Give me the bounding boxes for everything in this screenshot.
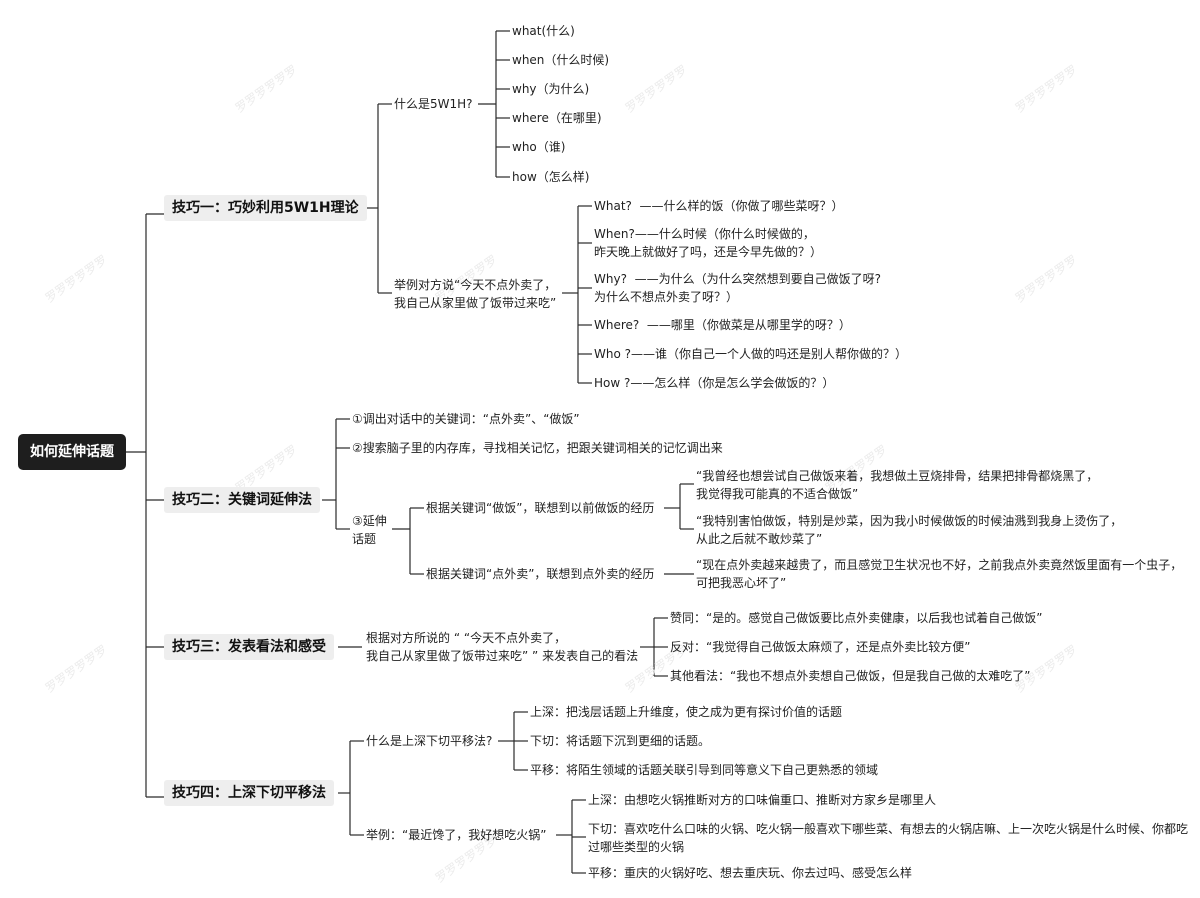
node-def-item[interactable]: 上深：把浅层话题上升维度，使之成为更有探讨价值的话题	[530, 705, 843, 719]
node-keyword-takeout[interactable]: 根据关键词“点外卖”，联想到点外卖的经历	[426, 567, 655, 581]
node-step-2[interactable]: ②搜索脑子里的内存库，寻找相关记忆，把跟关键词相关的记忆调出来	[352, 441, 723, 455]
node-example-item[interactable]: Why? ——为什么（为什么突然想到要自己做饭了呀? 为什么不想点外卖了呀？）	[594, 272, 881, 304]
node-w-item[interactable]: who（谁)	[512, 140, 566, 154]
node-opinion-item[interactable]: 赞同：“是的。感觉自己做饭要比点外卖健康，以后我也试着自己做饭”	[670, 611, 1043, 625]
node-w-item[interactable]: how（怎么样)	[512, 170, 590, 184]
branch-updown[interactable]: 技巧四：上深下切平移法	[164, 780, 334, 806]
node-w-item[interactable]: why（为什么)	[512, 82, 590, 96]
node-cooking-memory[interactable]: “我曾经也想尝试自己做饭来着，我想做土豆烧排骨，结果把排骨都烧黑了， 我觉得我可…	[696, 469, 1099, 501]
node-takeout-memory[interactable]: “现在点外卖越来越贵了，而且感觉卫生状况也不好，之前我点外卖竟然饭里面有一个虫子…	[696, 558, 1183, 590]
node-what-is-updown[interactable]: 什么是上深下切平移法?	[366, 734, 493, 748]
node-what-is-5w1h[interactable]: 什么是5W1H?	[394, 97, 473, 111]
node-keyword-cooking[interactable]: 根据关键词“做饭”，联想到以前做饭的经历	[426, 501, 655, 515]
node-updown-example-item[interactable]: 上深：由想吃火锅推断对方的口味偏重口、推断对方家乡是哪里人	[588, 793, 937, 807]
node-updown-example-item[interactable]: 下切：喜欢吃什么口味的火锅、吃火锅一般喜欢下哪些菜、有想去的火锅店嘛、上一次吃火…	[588, 822, 1189, 854]
node-example-item[interactable]: Where? ——哪里（你做菜是从哪里学的呀？）	[594, 318, 851, 332]
node-example-item[interactable]: How ?——怎么样（你是怎么学会做饭的？）	[594, 376, 835, 390]
node-updown-example[interactable]: 举例：“最近馋了，我好想吃火锅”	[366, 828, 547, 842]
node-step-1[interactable]: ①调出对话中的关键词：“点外卖”、“做饭”	[352, 412, 580, 426]
root-topic[interactable]: 如何延伸话题	[18, 434, 126, 470]
node-opinion-item[interactable]: 其他看法：“我也不想点外卖想自己做饭，但是我自己做的太难吃了”	[670, 669, 1031, 683]
node-def-item[interactable]: 平移：将陌生领域的话题关联引导到同等意义下自己更熟悉的领域	[530, 763, 879, 777]
node-w-item[interactable]: when（什么时候)	[512, 53, 610, 67]
branch-opinion[interactable]: 技巧三：发表看法和感受	[164, 634, 334, 660]
node-step-3[interactable]: ③延伸 话题	[352, 514, 387, 546]
node-w-item[interactable]: where（在哪里)	[512, 111, 602, 125]
branch-5w1h[interactable]: 技巧一：巧妙利用5W1H理论	[164, 195, 367, 221]
node-example-item[interactable]: When?——什么时候（你什么时候做的， 昨天晚上就做好了吗，还是今早先做的？）	[594, 227, 823, 259]
branch-keyword[interactable]: 技巧二：关键词延伸法	[164, 487, 320, 513]
node-cooking-memory[interactable]: “我特别害怕做饭，特别是炒菜，因为我小时候做饭的时候油溅到我身上烫伤了， 从此之…	[696, 514, 1123, 546]
node-example-item[interactable]: Who ?——谁（你自己一个人做的吗还是别人帮你做的？）	[594, 347, 907, 361]
node-5w1h-example[interactable]: 举例对方说“今天不点外卖了， 我自己从家里做了饭带过来吃”	[394, 278, 557, 310]
node-opinion-basis[interactable]: 根据对方所说的 “ “今天不点外卖了， 我自己从家里做了饭带过来吃” ” 来发表…	[366, 631, 639, 663]
node-example-item[interactable]: What? ——什么样的饭（你做了哪些菜呀？）	[594, 199, 844, 213]
node-opinion-item[interactable]: 反对：“我觉得自己做饭太麻烦了，还是点外卖比较方便”	[670, 640, 971, 654]
node-updown-example-item[interactable]: 平移：重庆的火锅好吃、想去重庆玩、你去过吗、感受怎么样	[588, 866, 913, 880]
node-def-item[interactable]: 下切：将话题下沉到更细的话题。	[530, 734, 711, 748]
node-w-item[interactable]: what(什么)	[512, 24, 575, 38]
